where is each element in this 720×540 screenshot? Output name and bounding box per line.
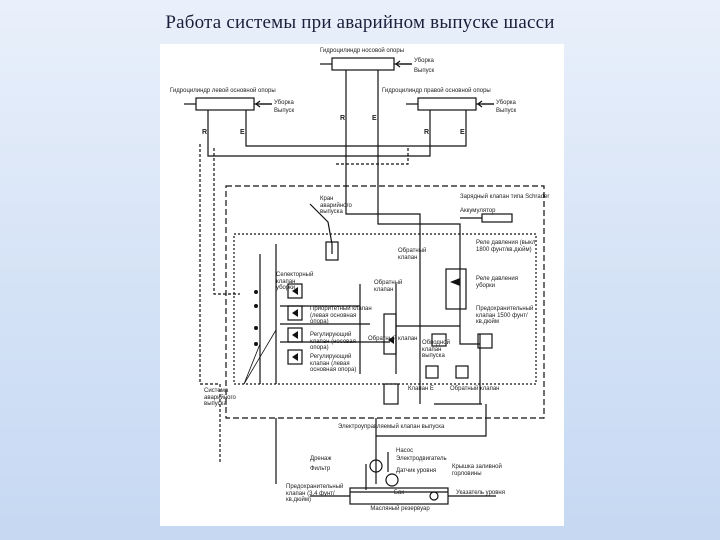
check-valve-2-label: Обратный клапан: [368, 336, 418, 342]
nose-extend-label: Выпуск: [414, 68, 435, 74]
electric-valve-label: Электроуправляемый клапан выпуска: [338, 424, 445, 430]
relief-valve-label: Предохранительный клапан 1500 фунт/кв.дю…: [476, 306, 534, 325]
pressure-switch-2-label: Реле давления уборки: [476, 276, 519, 289]
filter-label: Фильтр: [310, 466, 331, 472]
nose-cylinder-label: Гидроцилиндр носовой опоры: [320, 48, 404, 54]
tank-relief-valve-label: Предохранительный клапан (3,4 фунт/кв.дю…: [286, 484, 344, 503]
drain-plug-label: Дренаж: [310, 456, 332, 462]
port-r-nose: R: [340, 115, 346, 122]
emergency-system-label: Система аварийного выпуска: [204, 388, 236, 407]
port-e-right: E: [460, 129, 465, 136]
selector-valve-label: Селекторный клапан уборки: [276, 272, 314, 291]
left-extend-label: Выпуск: [274, 108, 295, 114]
overpressure-label: Датчик уровня: [396, 468, 437, 474]
slide-title: Работа системы при аварийном выпуске шас…: [165, 12, 555, 33]
restrictor-valve-1-label: Регулирующий клапан (носовая опора): [310, 332, 356, 351]
accumulator-label: Аккумулятор: [460, 208, 496, 214]
right-cylinder: [406, 97, 494, 136]
pump-motor-label: Насос: [396, 448, 414, 454]
left-cylinder: [184, 97, 272, 136]
fill-cap-label: Крышка заливной горловины: [452, 464, 502, 477]
left-cylinder-label: Гидроцилиндр левой основной опоры: [170, 88, 276, 94]
port-r-left: R: [202, 129, 208, 136]
left-retract-label: Уборка: [274, 100, 294, 106]
valve-f-label: Обратный клапан: [450, 386, 500, 392]
restrictor-valve-2-label: Регулирующий клапан (левая основная опор…: [310, 354, 357, 373]
right-retract-label: Уборка: [496, 100, 516, 106]
level-sensor-label: Указатель уровня: [456, 490, 505, 496]
right-cylinder-label: Гидроцилиндр правой основной опоры: [382, 88, 491, 94]
valve-e-label: Клапан E: [408, 386, 434, 392]
reservoir-label: Масляный резервуар: [370, 506, 430, 512]
hydraulic-schematic: Гидроцилиндр носовой опоры Уборка Выпуск…: [160, 44, 564, 526]
priority-valve-label: Приоритетный клапан (левая основная опор…: [310, 306, 372, 325]
pressure-switch-label: Реле давления (выкл 1800 фунт/кв.дюйм): [476, 240, 536, 253]
charging-valve-label: Зарядный клапан типа Schrader: [460, 194, 550, 200]
nose-cylinder: [320, 57, 412, 80]
pump-label: Электродвигатель: [396, 456, 447, 462]
port-e-nose: E: [372, 115, 377, 122]
port-e-left: E: [240, 129, 245, 136]
tank-label: Бак: [394, 490, 404, 496]
bypass-valve-label: Обводной клапан выпуска: [422, 340, 450, 359]
emergency-valve-label: Кран аварийного выпуска: [320, 196, 352, 215]
check-valve-1-label: Обратный клапан: [398, 248, 427, 261]
right-extend-label: Выпуск: [496, 108, 517, 114]
schematic-lines: [184, 57, 545, 505]
port-r-right: R: [424, 129, 430, 136]
sequence-valve-label: Обратный клапан: [374, 280, 403, 293]
nose-retract-label: Уборка: [414, 58, 434, 64]
